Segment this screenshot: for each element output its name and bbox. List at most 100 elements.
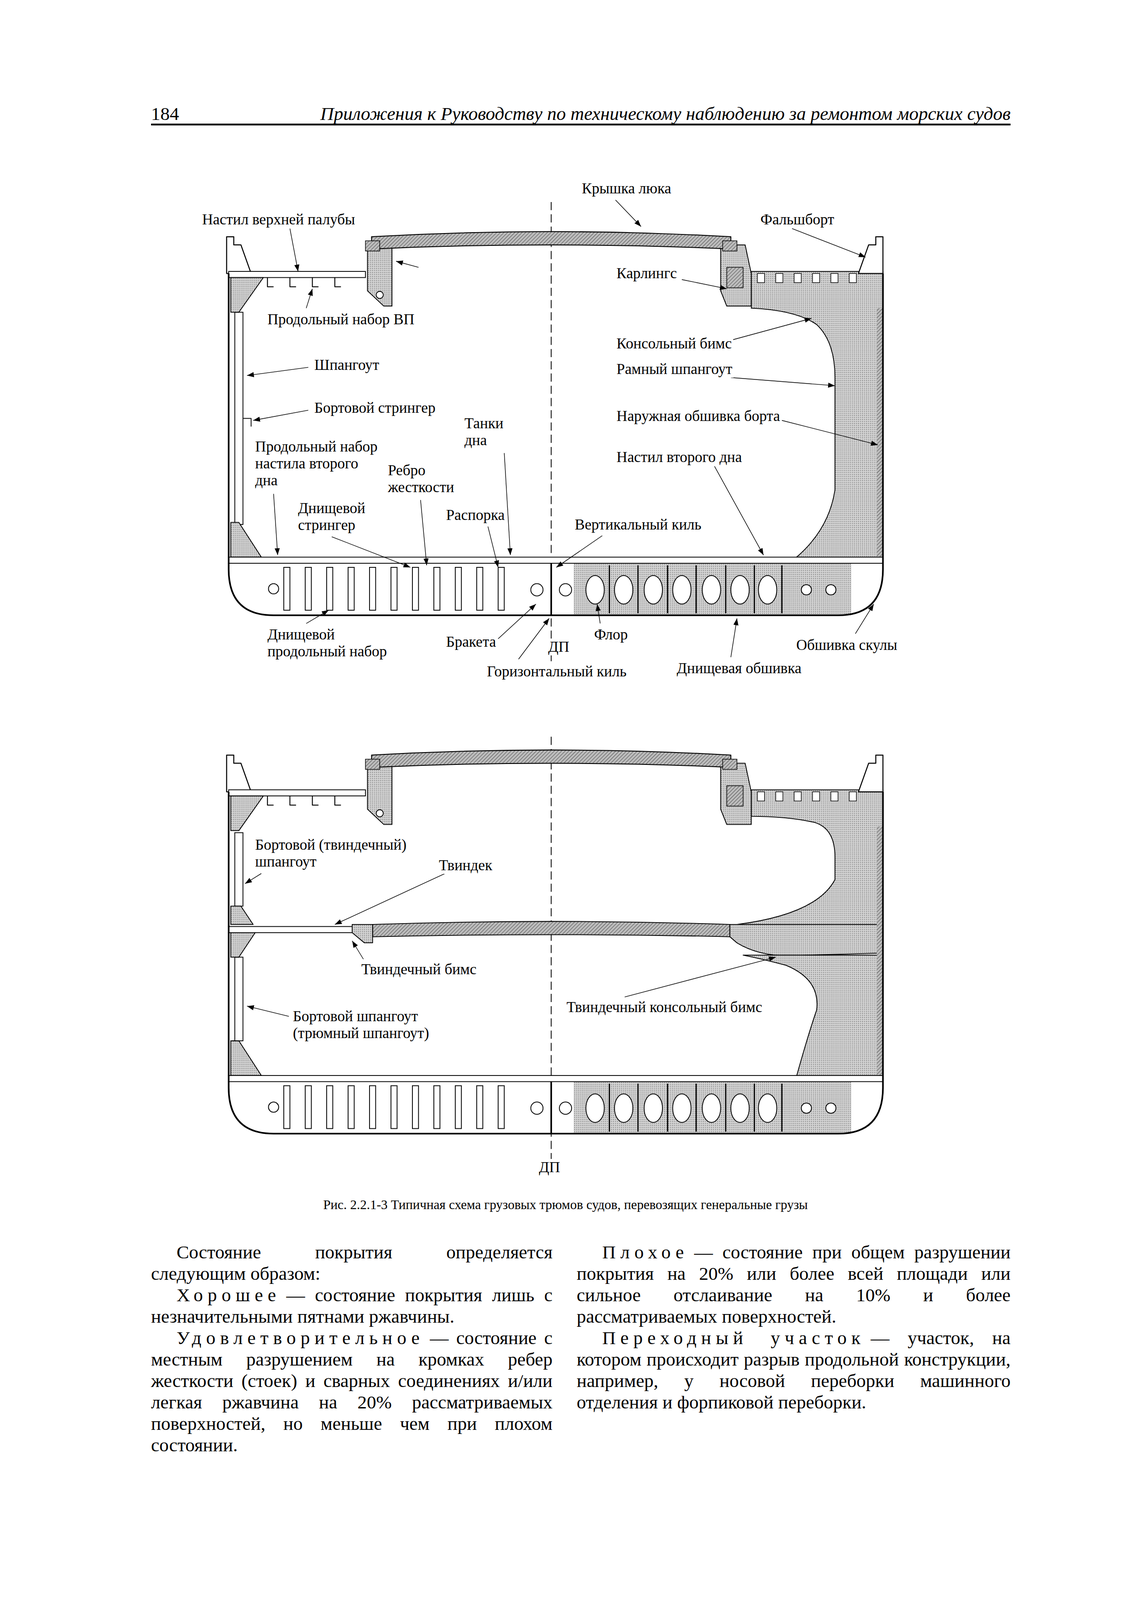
deck-longitudinal-cutout <box>812 792 820 802</box>
deck-longitudinal <box>334 796 341 806</box>
leader-line <box>556 536 603 568</box>
paragraph: Хорошее— состояние покрытия лишь с незна… <box>151 1284 553 1328</box>
deck-longitudinal-cutout <box>794 792 802 802</box>
floor-lightening-hole <box>730 1094 750 1123</box>
hatch-coaming <box>720 244 752 307</box>
floor-lightening-hole <box>672 575 691 605</box>
bottom-longitudinal <box>455 567 462 611</box>
deck-knee <box>230 796 264 831</box>
floor-stiffener <box>753 565 756 614</box>
leader-line <box>487 526 498 568</box>
part-label: Продольный набор настила второго дна <box>253 438 382 490</box>
part-label: Днищевая обшивка <box>675 660 803 678</box>
bottom-longitudinal <box>412 567 419 611</box>
hatch-cover-end <box>365 759 380 770</box>
defined-term: Хорошее <box>176 1284 281 1306</box>
leader-line <box>855 604 874 634</box>
deck-longitudinal-cutout <box>794 273 802 283</box>
leader-line <box>244 873 262 884</box>
part-label: Днищевой продольный набор <box>265 626 390 661</box>
hatch-coaming <box>367 763 392 825</box>
deck-longitudinal <box>267 796 274 806</box>
bulwark <box>226 755 252 793</box>
floor-stiffener <box>695 1084 698 1132</box>
deck-longitudinal-cutout <box>775 273 783 283</box>
floor-lightening-hole <box>672 1094 691 1123</box>
page-number: 184 <box>151 103 180 125</box>
tweendeck-lower-bracket <box>230 932 256 958</box>
bottom-longitudinal <box>348 1085 355 1129</box>
leader-line <box>246 1006 289 1017</box>
bottom-longitudinal <box>476 567 483 611</box>
bottom-longitudinal <box>369 1085 376 1129</box>
lightening-hole <box>530 1102 543 1115</box>
leader-line <box>682 279 727 289</box>
vertical-keel <box>550 1081 553 1134</box>
bottom-longitudinal <box>326 1085 333 1129</box>
floor-stiffener <box>781 565 783 614</box>
floor-stiffener <box>608 565 610 614</box>
part-label: Горизонтальный киль <box>485 663 628 681</box>
bottom-longitudinal <box>455 1085 462 1129</box>
centre-line <box>550 736 552 1160</box>
part-label: Танки дна <box>463 415 516 449</box>
floor-lightening-hole <box>758 1094 777 1123</box>
leader-line <box>518 618 550 660</box>
floor-stiffener <box>724 565 727 614</box>
leader-line <box>306 288 313 309</box>
leader-line <box>504 453 511 556</box>
deck-longitudinal-cutout <box>775 792 783 802</box>
hatch-cover <box>371 750 731 768</box>
defined-term: Плохое <box>602 1241 689 1263</box>
bottom-longitudinal <box>498 567 505 611</box>
part-label: Наружная обшивка борта <box>615 407 782 425</box>
leader-line <box>246 367 308 376</box>
deck-longitudinal <box>312 277 319 287</box>
side-frame <box>234 312 244 525</box>
leader-line <box>331 536 411 568</box>
coaming-hole <box>375 809 384 818</box>
floor-lightening-hole <box>644 575 663 605</box>
part-label: Бракета <box>444 633 498 651</box>
paragraph: Состояние покрытия определяется следующи… <box>151 1241 553 1285</box>
floor-lightening-hole <box>702 1094 721 1123</box>
part-label: Твиндечный консольный бимс <box>565 999 764 1017</box>
side-stringer <box>243 418 252 427</box>
leader-line <box>792 228 866 258</box>
hatch-cover-end <box>722 240 737 251</box>
leader-line <box>624 957 776 998</box>
lightening-hole <box>530 583 543 597</box>
lightening-hole <box>559 583 572 597</box>
leader-line <box>615 200 642 227</box>
leader-line <box>714 466 764 556</box>
floor-stiffener <box>724 1084 727 1132</box>
text-column: Состояние покрытия определяется следующи… <box>151 1241 553 1457</box>
upper-deck-plating <box>228 790 366 797</box>
single-hold-section <box>226 202 884 662</box>
coaming-hole <box>375 291 384 299</box>
hatch-coaming <box>367 244 392 307</box>
tweendeck-beam <box>352 924 373 944</box>
deck-longitudinal-cutout <box>757 792 765 802</box>
part-label: Крышка люка <box>580 180 673 198</box>
leader-line <box>730 618 737 658</box>
leader-line <box>781 420 878 446</box>
bottom-longitudinal <box>369 567 376 611</box>
part-label: Настил верхней палубы <box>200 211 357 229</box>
bulwark <box>858 755 884 793</box>
tweendeck-hold-section <box>226 736 884 1160</box>
bottom-longitudinal <box>305 1085 312 1129</box>
lower-web-frame <box>743 955 884 1078</box>
lightening-hole <box>825 584 836 595</box>
part-label: Бортовой стрингер <box>312 399 437 417</box>
bottom-longitudinal <box>433 1085 440 1129</box>
part-label: Бортовой (твиндечный) шпангоут <box>253 836 414 871</box>
part-label: Ребро жесткости <box>386 462 458 496</box>
floor-stiffener <box>695 565 698 614</box>
floor-stiffener <box>608 1084 610 1132</box>
hatch-coaming <box>720 763 752 825</box>
right-floor <box>573 563 852 616</box>
deck-longitudinal-cutout <box>830 273 839 283</box>
carling <box>726 786 744 807</box>
deck-longitudinal <box>334 277 341 287</box>
